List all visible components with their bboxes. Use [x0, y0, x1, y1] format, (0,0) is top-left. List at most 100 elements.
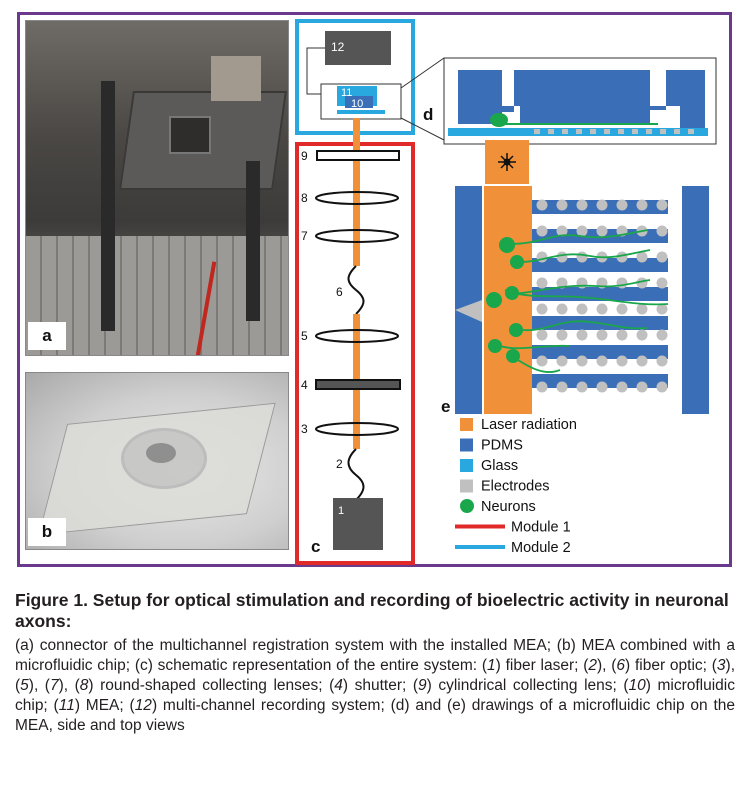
electrode: [556, 199, 568, 211]
electrode: [576, 355, 588, 367]
label-3: 3: [301, 422, 308, 436]
panel-label-b: b: [28, 518, 66, 546]
electrode: [616, 199, 628, 211]
zoom-line-bottom: [400, 117, 445, 141]
panel-label-c: c: [311, 537, 320, 556]
lens-7: [315, 229, 399, 243]
electrode: [556, 303, 568, 315]
caption-text: ) fiber optic; (: [625, 657, 717, 674]
laser-spot-icon: [498, 153, 516, 171]
neuron-side-view: [490, 113, 508, 127]
label-1: 1: [338, 505, 344, 517]
electrode: [576, 251, 588, 263]
electrode: [616, 329, 628, 341]
mea-holder: [169, 116, 211, 154]
electrode-side: [618, 129, 624, 134]
mea-chip-photo: [25, 372, 289, 550]
electrode-side: [562, 129, 568, 134]
electrode: [636, 251, 648, 263]
electrode-side: [660, 129, 666, 134]
microchannels: [532, 200, 668, 388]
legend-label: Electrodes: [481, 479, 550, 495]
panel-label-e: e: [441, 397, 450, 416]
pdms-right-wall: [682, 186, 709, 414]
lens-8: [315, 191, 399, 205]
caption-item-number: 5: [20, 677, 29, 694]
post-right: [246, 161, 260, 321]
electrode: [616, 303, 628, 315]
panel-label-a: a: [28, 322, 66, 350]
electrode: [596, 329, 608, 341]
electrode-side: [632, 129, 638, 134]
figure-caption: Figure 1. Setup for optical stimulation …: [15, 590, 735, 736]
shutter-4: [315, 379, 401, 390]
pdms-left-wall: [455, 186, 482, 414]
label-9: 9: [301, 149, 308, 163]
electrode: [576, 199, 588, 211]
axons: [499, 229, 669, 373]
electrode: [576, 277, 588, 289]
caption-item-number: 8: [79, 677, 89, 694]
setup-photo: [25, 20, 289, 356]
electrode: [616, 355, 628, 367]
electrode-side: [604, 129, 610, 134]
caption-text: ), (: [15, 657, 735, 694]
caption-text: ) round-shaped collecting lenses; (: [88, 677, 335, 694]
electrode: [536, 329, 548, 341]
caption-text: ), (: [58, 677, 80, 694]
electrode: [636, 355, 648, 367]
electrode: [596, 199, 608, 211]
electrode: [656, 355, 668, 367]
legend-swatch: [460, 479, 473, 493]
label-10: 10: [351, 98, 363, 110]
electrode: [656, 225, 668, 237]
caption-item-number: 2: [588, 657, 597, 674]
cable-12-to-mea: [306, 47, 325, 95]
caption-body: (a) connector of the multichannel regist…: [15, 636, 735, 736]
pdms-channel-bar: [532, 258, 668, 272]
electrode: [596, 303, 608, 315]
electrode: [656, 277, 668, 289]
legend: Laser radiationPDMSGlassElectrodesNeuron…: [455, 417, 577, 556]
connector-box: [211, 56, 261, 101]
caption-text: ) cylindrical collecting lens; (: [426, 677, 629, 694]
pdms-channel-bar: [532, 287, 668, 301]
electrode: [636, 329, 648, 341]
fiber-optic-2: [347, 448, 365, 501]
electrode: [556, 355, 568, 367]
electrode: [636, 303, 648, 315]
label-6: 6: [336, 285, 343, 299]
legend-label: Module 1: [511, 520, 571, 536]
caption-text: ), (: [596, 657, 617, 674]
lens-3: [315, 422, 399, 436]
electrode: [556, 329, 568, 341]
caption-text: ) MEA; (: [74, 697, 135, 714]
legend-swatch: [460, 459, 473, 472]
electrode: [576, 225, 588, 237]
electrode: [576, 303, 588, 315]
caption-item-number: 12: [134, 697, 152, 714]
electrode: [596, 381, 608, 393]
electrode-side: [576, 129, 582, 134]
electrode: [656, 199, 668, 211]
caption-item-number: 6: [616, 657, 626, 674]
electrode-side: [548, 129, 554, 134]
chip-box: [345, 96, 373, 108]
label-12: 12: [331, 40, 345, 54]
recording-system-box: [325, 31, 391, 65]
optical-table: [26, 236, 288, 355]
caption-item-number: 3: [716, 657, 726, 674]
chip-center: [146, 443, 176, 463]
electrode: [656, 303, 668, 315]
electrode: [556, 277, 568, 289]
neurons-top-view: [486, 237, 524, 363]
caption-item-number: 10: [628, 677, 646, 694]
electrode-side: [590, 129, 596, 134]
zoom-line-top: [400, 57, 445, 89]
caption-title: Figure 1. Setup for optical stimulation …: [15, 590, 729, 631]
caption-text: (a) connector of the multichannel regist…: [15, 637, 735, 674]
caption-item-number: 4: [334, 677, 343, 694]
caption-item-number: 9: [418, 677, 427, 694]
caption-text: ) multi-channel recording system; (d) an…: [15, 697, 735, 734]
label-8: 8: [301, 191, 308, 205]
